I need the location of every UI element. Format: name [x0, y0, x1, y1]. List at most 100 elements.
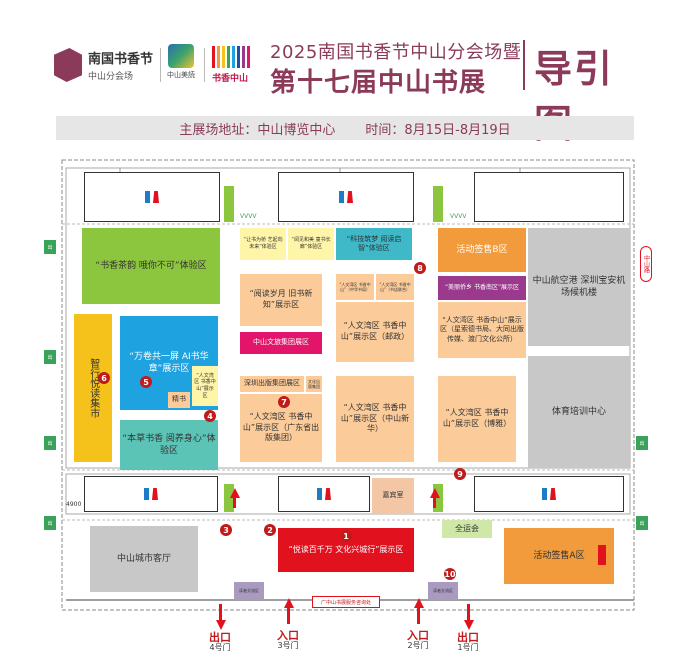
childrens-book-zone: “阅见和美 童书长廊”体验区	[288, 228, 334, 260]
side-entry-icon: 出	[44, 350, 56, 364]
title-line1: 2025南国书香节中山分会场暨	[270, 42, 522, 63]
xinhua-zone: “人文湾区 书香中山”展示区（中山新华）	[336, 376, 414, 462]
herb-zone: “本草书香 阅养身心”体验区	[120, 420, 218, 470]
title-line2: 第十七届中山书展	[270, 68, 487, 98]
arrow-shaft	[467, 604, 470, 620]
gate-number: 4号门	[209, 643, 231, 653]
small-publishing-zone: 文化出版集团	[306, 376, 322, 392]
entry-arrow-icon	[414, 598, 424, 608]
arrow-shaft	[219, 604, 222, 620]
restroom	[474, 172, 624, 222]
tech-reading-zone: “科技筑梦 阅读启智”体验区	[336, 228, 412, 260]
marker-4: 4	[204, 410, 216, 422]
svg-text:VVVV: VVVV	[240, 213, 257, 220]
marker-9: 9	[454, 468, 466, 480]
restroom	[84, 172, 220, 222]
marker-7: 7	[278, 396, 290, 408]
shenzhen-publishing-zone: 深圳出版集团展区	[240, 376, 304, 392]
gate-label: 出口	[209, 631, 231, 644]
marker-10: 10	[444, 568, 456, 580]
marker-6: 6	[98, 372, 110, 384]
restroom-icon	[316, 486, 332, 502]
logo2-text: 中山美読	[167, 71, 195, 79]
exit-gate-4[interactable]: 出口 4号门	[200, 631, 240, 653]
entry-arrow-icon	[284, 598, 294, 608]
reception-room: 嘉宾室	[372, 478, 414, 514]
emblem-icon	[168, 44, 194, 68]
side-entry-icon: 出	[44, 240, 56, 254]
bookstore-zone: 精书	[168, 392, 190, 408]
entry-gate-3[interactable]: 入口 3号门	[268, 629, 308, 651]
restroom	[474, 476, 624, 512]
nanguo-logo: 南国书香节 中山分会场	[54, 40, 164, 90]
restroom-icon	[144, 189, 160, 205]
restroom-icon	[143, 486, 159, 502]
signing-zone-a: 活动签售A区	[504, 528, 614, 584]
boya-zone: “人文湾区 书香中山”展示区（博雅）	[438, 376, 516, 462]
title-divider	[523, 40, 525, 90]
bars-icon	[212, 46, 254, 68]
marker-5: 5	[140, 376, 152, 388]
gate-number: 1号门	[457, 643, 479, 653]
logo3-text: 书香中山	[212, 74, 249, 84]
stage-marker	[598, 545, 606, 565]
svg-text:VVVV: VVVV	[450, 213, 467, 220]
bookstore-union-zone: “人文湾区 书香中山”（书店联合）	[376, 274, 414, 300]
logo-sub: 中山分会场	[88, 72, 134, 82]
national-games-zone: 全运会	[442, 520, 492, 538]
side-entry-icon: 出	[636, 436, 648, 450]
gate-label: 出口	[457, 631, 479, 644]
side-road-sign: 中山路	[640, 246, 652, 282]
gate-number: 3号门	[277, 641, 299, 651]
marker-3: 3	[220, 524, 232, 536]
dimension-label: 4900	[66, 501, 82, 508]
arrow-shaft	[417, 608, 420, 624]
small-exhibit: “人文湾区 书香中山”展示区	[192, 366, 218, 406]
restroom	[84, 476, 218, 512]
address-text: 主展场地址：中山博览中心	[179, 122, 336, 138]
restroom-icon	[541, 486, 557, 502]
signing-zone-b: 活动签售B区	[438, 228, 526, 272]
exit-gate-1[interactable]: 出口 1号门	[448, 631, 488, 653]
zhonghua-zone: “人文湾区 书香中山”（中华书局）	[336, 274, 374, 300]
restroom	[278, 172, 414, 222]
service-desk: 广中山书展服务咨询处	[312, 596, 380, 608]
exit-arrow-icon	[464, 620, 474, 630]
arrow-shaft	[433, 498, 436, 508]
art-zone: “让书为桥 艺起向未来”体验区	[240, 228, 286, 260]
arrow-shaft	[287, 608, 290, 624]
tea-zone: “书香茶韵 哦你不可”体验区	[82, 228, 220, 304]
marker-1: 1	[340, 530, 352, 542]
side-entry-icon: 出	[636, 516, 648, 530]
logo-name: 南国书香节	[88, 52, 154, 67]
city-hall-zone: 中山城市客厅	[90, 526, 198, 592]
gate-label: 入口	[407, 629, 429, 642]
reader-exchange-zone: 读者交流区	[428, 582, 458, 600]
side-entry-icon: 出	[44, 436, 56, 450]
exit-arrow-icon	[216, 620, 226, 630]
marker-8: 8	[414, 262, 426, 274]
zhongshan-logo: 中山美読	[166, 44, 196, 84]
restroom	[278, 476, 370, 512]
reader-exchange-zone: 读者交流区	[234, 582, 264, 600]
gate-label: 入口	[277, 629, 299, 642]
shuxiang-logo: 书香中山	[212, 46, 254, 86]
culture-tourism-zone: 中山文旅集团展区	[240, 332, 322, 354]
arrow-up-icon	[430, 488, 440, 498]
side-entry-icon: 出	[44, 516, 56, 530]
overseas-chinese-zone: “美丽侨乡 书香南区”展示区	[438, 276, 526, 300]
entry-gate-2[interactable]: 入口 2号门	[398, 629, 438, 651]
bookstores-zone: “人文湾区 书香中山”展示区（星索德书局、大同出版传媒、渡门文化公所）	[438, 302, 526, 358]
logo-divider	[160, 48, 161, 82]
old-books-zone: “阅读岁月 旧书新知”展示区	[240, 274, 322, 326]
gate-number: 2号门	[407, 641, 429, 651]
book-icon	[54, 48, 82, 82]
sports-training-center: 体育培训中心	[528, 356, 630, 468]
info-bar: 主展场地址：中山博览中心 时间：8月15日-8月19日	[56, 116, 634, 140]
marker-2: 2	[264, 524, 276, 536]
time-text: 时间：8月15日-8月19日	[365, 122, 511, 138]
arrow-up-icon	[230, 488, 240, 498]
smart-reading-market: 智行悦读集市	[74, 314, 112, 462]
logo-divider	[204, 48, 205, 82]
postal-zone: “人文湾区 书香中山”展示区（邮政）	[336, 302, 414, 362]
